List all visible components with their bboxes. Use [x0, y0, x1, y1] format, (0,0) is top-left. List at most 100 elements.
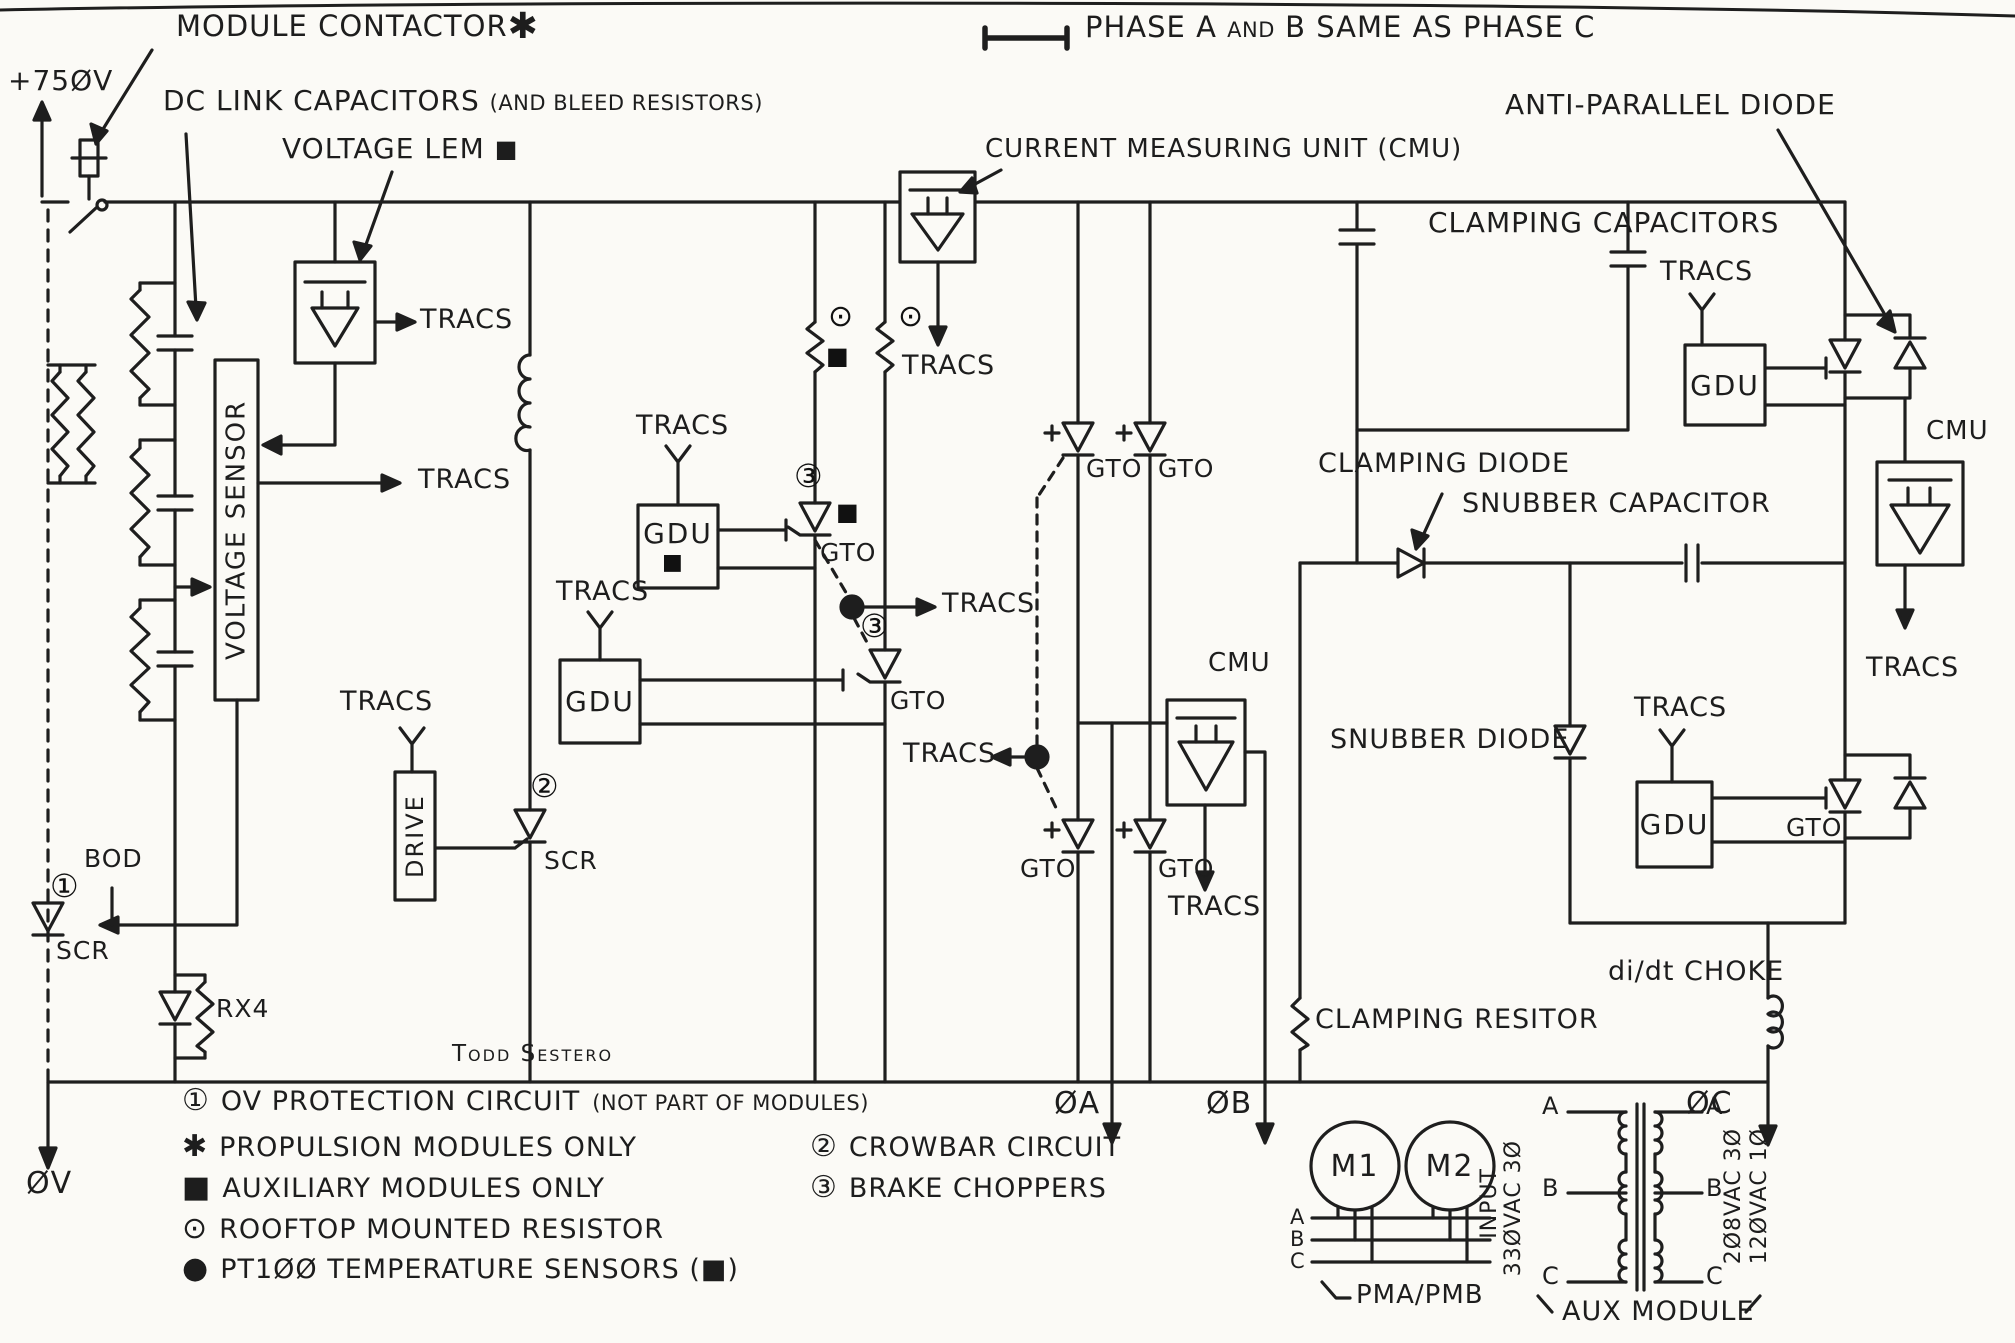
supply-positive-label: +75ØV: [8, 64, 114, 97]
cmu-c-label: CMU: [1926, 416, 1989, 446]
legend-item-propulsion: ✱ PROPULSION MODULES ONLY: [182, 1129, 637, 1164]
gto-label-u1: GTO: [1086, 454, 1143, 483]
propulsion-star-icon: ✱: [507, 6, 539, 47]
motor-circuit: [1309, 1120, 1496, 1300]
legend-item-auxiliary: ■ AUXILIARY MODULES ONLY: [182, 1170, 605, 1205]
drive-antenna: [398, 726, 426, 774]
anti-parallel-annotation-line: [1776, 128, 1890, 322]
rx4-network: [158, 973, 215, 1060]
xfmr-sec-a-label: A: [1706, 1092, 1724, 1120]
aux-input-label: INPUT: [1477, 1168, 1502, 1239]
aux-out-rating-2: 12ØVAC 1Ø: [1747, 1128, 1772, 1265]
voltage-sensor-label: VOLTAGE SENSOR: [221, 399, 252, 661]
scr1-label: SCR: [56, 936, 110, 965]
square-legend-icon: ■: [182, 1170, 211, 1205]
motor-phase-b-label: B: [1290, 1227, 1305, 1251]
snubber-diode-label: SNUBBER DIODE: [1330, 724, 1570, 755]
dot-legend-icon: ●: [182, 1251, 209, 1286]
supply-negative-label: ØV: [26, 1166, 73, 1201]
gdu1-label: GDU: [643, 516, 713, 550]
xfmr-pri-c-label: C: [1542, 1262, 1560, 1290]
circled-1-icon: ①: [50, 867, 79, 905]
tracs-label-lem: TRACS: [420, 304, 514, 335]
drive-box: [393, 770, 437, 902]
phase-leg-2: [1115, 200, 1167, 1084]
voltage-lem-symbol: [280, 200, 377, 447]
dc-link-cap-2: [156, 494, 194, 512]
anti-parallel-diode-upper: [1893, 336, 1927, 370]
didt-choke-label: di/dt CHOKE: [1608, 956, 1785, 987]
chopper-resistor1: [805, 320, 825, 374]
gdu-cu-antenna: [1688, 292, 1716, 347]
cmu-full-label: CURRENT MEASURING UNIT (CMU): [985, 134, 1463, 164]
aux-bracket: [1536, 1294, 1762, 1314]
phase-note-symbol: [982, 25, 1070, 51]
aux-out-rating-1: 2Ø8VAC 3Ø: [1721, 1128, 1746, 1265]
gto-label-l2: GTO: [1158, 854, 1215, 883]
motor-phase-c-label: C: [1290, 1249, 1306, 1273]
gto-label-cl: GTO: [1786, 813, 1843, 842]
legend-item-brake-choppers: ③ BRAKE CHOPPERS: [810, 1170, 1107, 1205]
gto-label-chopper1: GTO: [820, 538, 877, 567]
snubber-capacitor-label: SNUBBER CAPACITOR: [1462, 488, 1771, 519]
gto-c-upper: [1828, 338, 1862, 374]
aux-square-icon: ■: [494, 135, 519, 163]
pt100-dot2: [1024, 744, 1050, 770]
aux-square-icon-gdu1: ■: [662, 550, 683, 575]
clamping-diode-symbol: [1396, 547, 1426, 579]
motor-m2-label: M2: [1425, 1148, 1475, 1184]
tracs-label-gducl: TRACS: [1634, 692, 1728, 723]
circled-1-legend-icon: ①: [182, 1083, 209, 1118]
phase-b-output-line: [1243, 750, 1267, 1128]
clamping-resistor-column: [1290, 561, 1310, 1084]
scan-edge-line: [0, 1, 2015, 18]
circled-3-icon-b: ③: [860, 607, 889, 645]
clamping-diode-label: CLAMPING DIODE: [1318, 448, 1571, 479]
bleed-resistor-3: [129, 606, 151, 714]
legend-item-ov-protection: ① OV PROTECTION CIRCUIT (NOT PART OF MOD…: [182, 1083, 869, 1118]
scr2-symbol: [513, 808, 547, 844]
rx4-diode: [158, 990, 192, 1026]
chopper-resistor2: [875, 320, 895, 374]
gdu1-box: [636, 503, 720, 590]
bleed-resistor-1: [129, 288, 151, 400]
anti-parallel-diode-label: ANTI-PARALLEL DIODE: [1505, 88, 1836, 121]
dc-link-cap-3: [156, 650, 194, 668]
clamping-resistor-label: CLAMPING RESITOR: [1315, 1004, 1599, 1035]
gdu1-antenna: [664, 444, 692, 507]
tracs-label-gdu2: TRACS: [556, 576, 650, 607]
circled-2-icon: ②: [530, 767, 559, 805]
clamping-capacitor-2: [1355, 200, 1647, 432]
phase-a-output-label: ØA: [1054, 1086, 1101, 1121]
scr1-symbol: [31, 901, 65, 937]
chopper-gto1: [786, 501, 832, 537]
didt-choke-output: [1766, 921, 1784, 1130]
tracs-label-gducu: TRACS: [1660, 256, 1754, 287]
gdu2-antenna: [586, 610, 614, 662]
dc-link-annotation-line: [184, 132, 198, 310]
gto-label-chopper2: GTO: [890, 686, 947, 715]
pma-bracket: [1320, 1280, 1352, 1300]
voltage-lem-label: VOLTAGE LEM ■: [282, 132, 519, 165]
rooftop-resistor-icon-2: ⊙: [898, 299, 924, 334]
tracs-label-vs: TRACS: [418, 464, 512, 495]
aux-transformer: [1536, 1102, 1762, 1314]
aux-square-icon-gto: ■: [836, 498, 859, 526]
gdu-cl-box: [1635, 780, 1714, 869]
contactor-symbol: [68, 138, 109, 234]
cmu-b-symbol: [1148, 698, 1247, 875]
gto-label-l1: GTO: [1020, 854, 1077, 883]
tracs-label-gdu1: TRACS: [636, 410, 730, 441]
scr2-label: SCR: [544, 846, 598, 875]
snubber-capacitor-symbol: [1684, 543, 1700, 583]
tracs-label-cmua: TRACS: [902, 350, 996, 381]
phase-leg-1: [1043, 200, 1095, 1084]
xfmr-sec-b-label: B: [1706, 1174, 1724, 1202]
contactor-annotation-line: [98, 48, 154, 136]
pma-pmb-label: PMA/PMB: [1356, 1280, 1484, 1310]
star-legend-icon: ✱: [182, 1129, 208, 1164]
tracs-label-pt1: TRACS: [942, 588, 1036, 619]
aux-module-label: AUX MODULE: [1562, 1296, 1755, 1327]
